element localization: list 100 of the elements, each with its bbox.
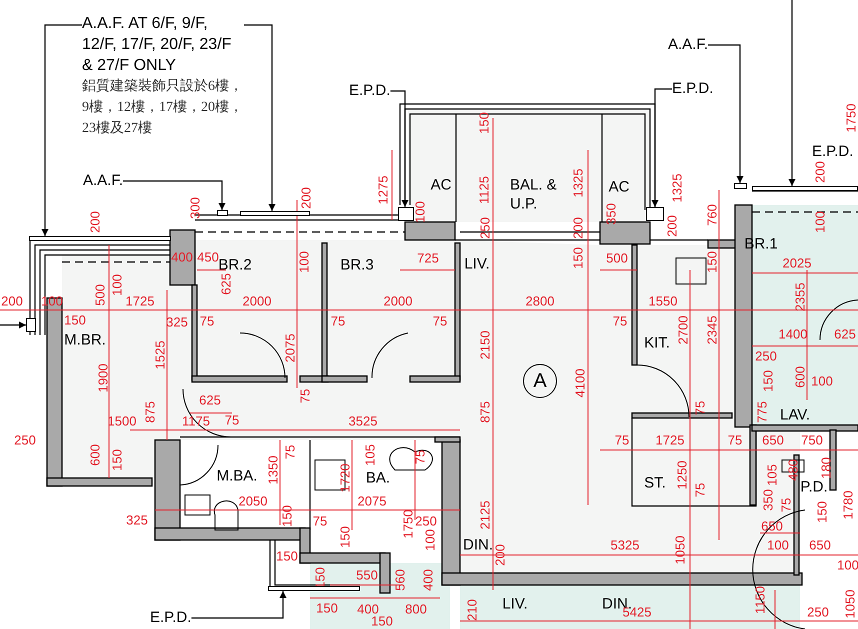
dimension-text: 2000 (384, 294, 412, 308)
dimension-text: 2355 (794, 282, 806, 312)
small-box (398, 207, 414, 221)
dimension-text: 150 (64, 314, 86, 326)
room-label: BAL. & U.P. (510, 176, 558, 214)
dimension-text: 400 (357, 602, 379, 616)
dimension-text: 100 (837, 558, 858, 572)
dimension-text: 2700 (676, 316, 690, 344)
dimension-text: 500 (94, 284, 106, 306)
small-box (217, 210, 228, 216)
room-label: KIT. (644, 336, 670, 350)
leader-line (708, 44, 744, 183)
leader-line (42, 24, 82, 236)
dimension-text: 1050 (674, 536, 686, 564)
dimension-text: 325 (166, 316, 188, 328)
dimension-text: 1400 (778, 328, 808, 340)
dimension-text: 2075 (358, 494, 386, 508)
leader-line (244, 24, 276, 211)
dimension-text: 250 (807, 606, 829, 618)
dimension-text: 1550 (648, 294, 678, 308)
dimension-text: 200 (494, 544, 506, 566)
dimension-text: 2345 (706, 316, 718, 344)
small-box (734, 183, 747, 189)
dimension-text: 750 (801, 434, 823, 446)
dimension-text: 75 (612, 314, 628, 328)
dimension-text: 2000 (242, 294, 272, 308)
room-label: AC (430, 178, 452, 192)
dimension-text: 200 (572, 217, 584, 239)
dimension-text: 250 (478, 217, 492, 239)
dimension-text: 200 (88, 211, 102, 233)
dimension-text: 1500 (108, 414, 136, 428)
dimension-text: 200 (814, 161, 826, 183)
dimension-text: 180 (820, 457, 832, 479)
dimension-text: 400 (422, 569, 434, 591)
leader-line (652, 88, 672, 207)
callout-text: A.A.F. (668, 36, 708, 54)
dimension-text: 1750 (844, 104, 858, 132)
room-label: BR.3 (340, 258, 374, 272)
dimension-text: 75 (614, 434, 630, 446)
window-frame (268, 586, 360, 591)
dimension-text: 200 (666, 215, 678, 237)
dimension-text: 1325 (670, 174, 684, 202)
dimension-text: 150 (478, 112, 490, 134)
dimension-text: 150 (762, 370, 774, 392)
dimension-text: 250 (14, 434, 36, 446)
dimension-text: 5325 (610, 538, 640, 552)
leader-line (390, 90, 408, 207)
room-label: DIN. (463, 538, 493, 552)
dimension-text: 450 (197, 250, 219, 264)
callout-text: 鋁質建築裝飾只設於6樓，9樓，12樓，17樓，20樓，23樓及27樓 (82, 78, 244, 138)
dimension-text: 1720 (338, 464, 352, 492)
dimension-text: 1725 (656, 434, 684, 446)
dimension-text: 400 (171, 250, 193, 264)
room-label: M.BR. (64, 332, 106, 348)
dimension-text: 75 (432, 314, 448, 328)
room-label: ST. (644, 476, 666, 490)
callout-text: E.P.D. (672, 80, 714, 98)
room-label: LIV. (464, 256, 490, 272)
dimension-text: 75 (224, 414, 240, 426)
leader-line (123, 180, 226, 210)
dimension-text: 100 (767, 538, 789, 552)
dimension-text: 350 (762, 489, 774, 511)
dimension-text: 1325 (572, 168, 584, 198)
dimension-text: 600 (88, 444, 102, 466)
dimension-text: 150 (316, 602, 338, 614)
room-label: AC (608, 180, 630, 194)
dimension-text: 725 (417, 252, 439, 264)
dimension-text: 2075 (284, 334, 296, 362)
dimension-text: 2125 (478, 500, 492, 530)
dimension-text: 150 (280, 505, 294, 527)
small-box (646, 207, 664, 221)
callout-text: A.A.F. AT 6/F, 9/F, 12/F, 17/F, 20/F, 23/F & 27/F ONLY (82, 14, 232, 76)
callout-text: A.A.F. (83, 172, 124, 190)
dimension-text: 4100 (574, 368, 586, 398)
dimension-text: 100 (811, 374, 833, 388)
room-label: M.BA. (216, 468, 258, 484)
dimension-text: 75 (200, 314, 214, 328)
dimension-text: 650 (762, 434, 784, 446)
callout-text: E.P.D. (349, 82, 390, 100)
dimension-text: 75 (298, 388, 312, 404)
dimension-text: 1900 (96, 364, 110, 392)
dimension-text: 150 (371, 614, 393, 628)
dimension-text: 150 (572, 247, 584, 269)
dimension-text: 480 (786, 459, 800, 481)
dimension-text: 150 (706, 251, 718, 273)
dimension-text: 210 (466, 599, 478, 621)
dimension-text: 105 (766, 464, 778, 486)
dimension-text: 650 (809, 538, 831, 552)
dimension-text: 1250 (676, 460, 688, 490)
dimension-text: 2050 (238, 494, 268, 508)
dimension-text: 3525 (348, 414, 378, 428)
dimension-text: 625 (199, 394, 221, 406)
dimension-text: 350 (604, 203, 618, 225)
dimension-text: 1150 (754, 586, 766, 614)
dimension-text: 800 (405, 602, 427, 616)
dimension-text: 75 (694, 400, 706, 416)
dimension-text: 1725 (126, 294, 154, 308)
dimension-text: 75 (694, 482, 706, 498)
dimension-text: 600 (794, 366, 806, 388)
leader-line (0, 322, 26, 328)
